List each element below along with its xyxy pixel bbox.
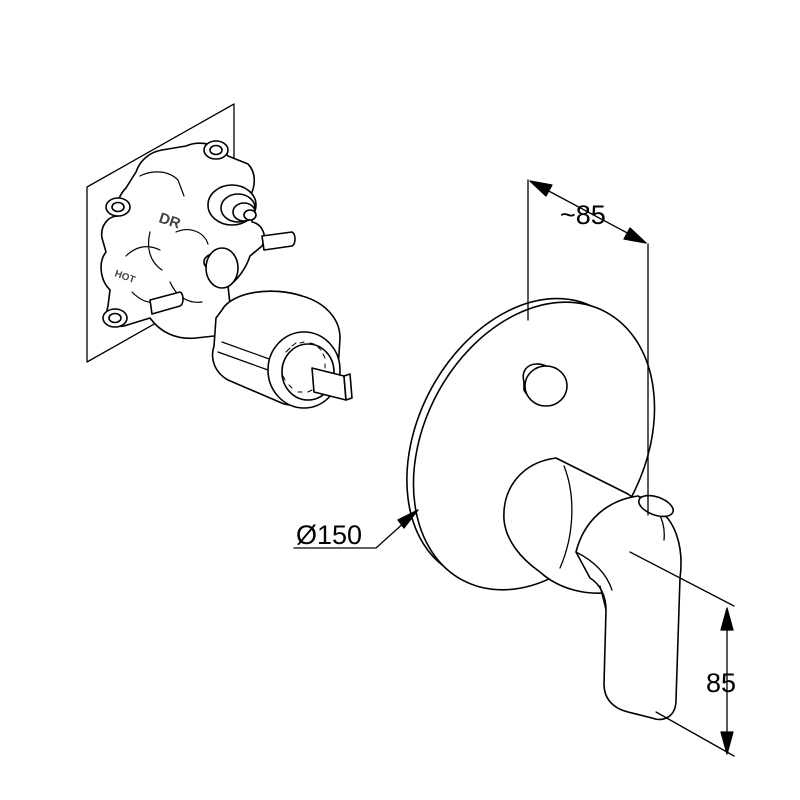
housing-contour xyxy=(125,171,209,304)
dimension-lines xyxy=(293,179,735,757)
top-outlet xyxy=(207,184,257,226)
side-connectors xyxy=(149,231,296,315)
depth-dimension-label: ~85 xyxy=(560,200,606,230)
concealed-valve-body: DR HOT xyxy=(86,103,353,409)
diameter-dimension-label: Ø150 xyxy=(296,520,362,550)
lever-height-dimension-label: 85 xyxy=(706,668,736,698)
dimension-labels: ~85 Ø150 85 xyxy=(296,200,736,698)
mixer-lever xyxy=(503,457,682,721)
cartridge xyxy=(211,290,353,409)
diverter-button xyxy=(522,363,568,407)
body-marking-top: DR xyxy=(157,210,183,233)
trim-assembly xyxy=(406,297,682,721)
